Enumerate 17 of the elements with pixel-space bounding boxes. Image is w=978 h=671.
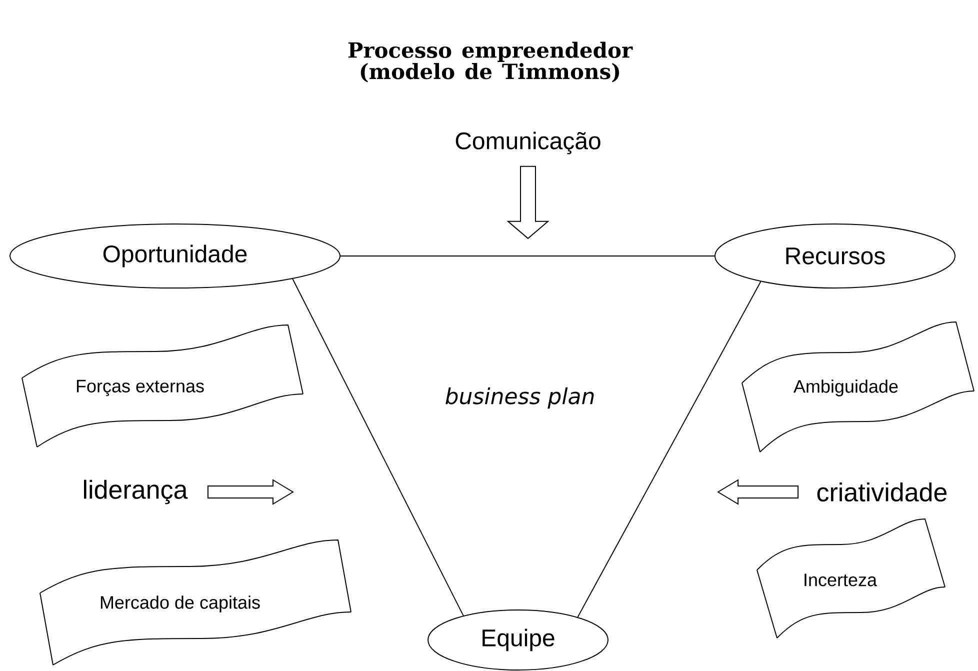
node-label: Comunicação bbox=[456, 132, 600, 154]
block-arrow bbox=[207, 479, 294, 505]
banner-box: Forças externas bbox=[22, 324, 304, 448]
banner-box: Ambiguidade bbox=[742, 322, 974, 452]
banner-box: Incerteza bbox=[756, 518, 946, 638]
ellipse-node: Recursos bbox=[714, 224, 956, 288]
connector-line bbox=[577, 281, 762, 618]
title: Processo empreendedor (modelo de Timmons) bbox=[348, 42, 633, 82]
node-label: criatividade bbox=[817, 482, 947, 502]
ellipse-node: Oportunidade bbox=[10, 224, 340, 288]
ellipse-node: Equipe bbox=[428, 610, 608, 670]
connector-line bbox=[292, 278, 464, 616]
block-arrow bbox=[717, 479, 799, 505]
banner-box: Mercado de capitais bbox=[40, 540, 352, 666]
block-arrow bbox=[506, 166, 550, 240]
node-label: liderança bbox=[84, 480, 188, 504]
center-label: business plan bbox=[446, 387, 594, 409]
